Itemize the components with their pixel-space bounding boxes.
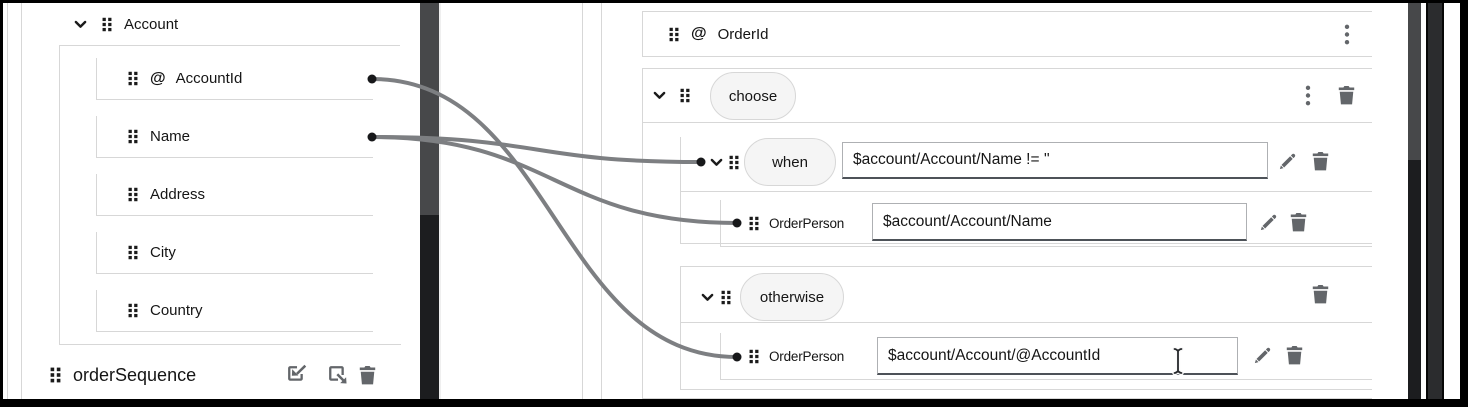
drag-handle-icon[interactable] bbox=[128, 129, 138, 144]
window-border bbox=[0, 0, 1468, 3]
target-field-label: OrderId bbox=[717, 25, 769, 43]
connection-port[interactable] bbox=[732, 218, 742, 228]
delete-otherwise-button[interactable] bbox=[1307, 281, 1333, 307]
window-border bbox=[0, 399, 1468, 407]
drag-handle-icon[interactable] bbox=[669, 27, 679, 42]
delete-when-button[interactable] bbox=[1307, 148, 1333, 174]
drag-handle-icon[interactable] bbox=[128, 187, 138, 202]
target-field-orderperson-when[interactable]: OrderPerson bbox=[720, 200, 1372, 247]
drag-handle-icon[interactable] bbox=[749, 216, 759, 231]
when-section-border bbox=[680, 191, 1372, 192]
source-field-label: City bbox=[150, 244, 176, 261]
drag-handle-icon[interactable] bbox=[102, 17, 112, 32]
right-scrollbar[interactable] bbox=[1408, 3, 1421, 399]
source-field-name[interactable]: Name bbox=[96, 116, 373, 158]
attribute-symbol: @ bbox=[691, 25, 707, 42]
source-field-address[interactable]: Address bbox=[96, 174, 373, 216]
choose-pill[interactable]: choose bbox=[710, 72, 796, 120]
target-field-orderid[interactable]: @ OrderId bbox=[642, 11, 1372, 57]
panel-guide-line bbox=[7, 3, 8, 399]
otherwise-section-border bbox=[680, 266, 681, 389]
source-node-account[interactable]: Account bbox=[59, 3, 400, 46]
target-field-label: OrderPerson bbox=[769, 348, 845, 364]
text-cursor-icon bbox=[1172, 346, 1184, 380]
edit-expression-button[interactable] bbox=[1274, 148, 1300, 174]
otherwise-pill[interactable]: otherwise bbox=[740, 273, 844, 321]
choose-section-border bbox=[642, 398, 1372, 399]
panel-splitter-scrollbar[interactable] bbox=[420, 3, 441, 399]
source-field-city[interactable]: City bbox=[96, 232, 373, 274]
drag-handle-icon[interactable] bbox=[128, 245, 138, 260]
drag-handle-icon[interactable] bbox=[128, 71, 138, 86]
when-pill[interactable]: when bbox=[744, 138, 836, 186]
edit-expression-button[interactable] bbox=[1249, 342, 1275, 368]
detach-schema-button[interactable] bbox=[324, 361, 350, 387]
drag-handle-icon[interactable] bbox=[680, 88, 690, 103]
otherwise-section-border bbox=[680, 389, 1372, 390]
connection-port[interactable] bbox=[367, 132, 377, 142]
drag-handle-icon[interactable] bbox=[729, 155, 739, 170]
source-node-label: Account bbox=[124, 15, 179, 33]
delete-field-button[interactable] bbox=[1285, 209, 1311, 235]
window-border bbox=[0, 0, 3, 407]
kebab-menu-icon[interactable] bbox=[1334, 21, 1360, 47]
panel-guide-line bbox=[21, 3, 22, 399]
source-tree-border bbox=[59, 344, 401, 345]
source-document-label: orderSequence bbox=[73, 364, 197, 385]
source-field-label: Address bbox=[150, 186, 206, 203]
source-field-accountid[interactable]: @ AccountId bbox=[96, 58, 373, 100]
chevron-down-icon[interactable] bbox=[701, 293, 714, 302]
panel-guide-line bbox=[601, 3, 602, 399]
target-field-label: OrderPerson bbox=[769, 215, 845, 231]
otherwise-section-border bbox=[680, 266, 1372, 267]
attribute-symbol: @ bbox=[150, 69, 166, 87]
scrollbar-thumb[interactable] bbox=[1408, 3, 1421, 160]
drag-handle-icon[interactable] bbox=[128, 303, 138, 318]
drag-handle-icon[interactable] bbox=[50, 367, 61, 383]
delete-document-button[interactable] bbox=[354, 362, 380, 388]
window-border bbox=[1460, 0, 1468, 407]
source-document-row: orderSequence bbox=[40, 355, 400, 395]
orderperson-when-value-input[interactable]: $account/Account/Name bbox=[872, 203, 1247, 241]
chevron-down-icon[interactable] bbox=[710, 158, 723, 167]
connection-port[interactable] bbox=[696, 157, 706, 167]
otherwise-section-border bbox=[680, 322, 1372, 323]
connection-port[interactable] bbox=[732, 352, 742, 362]
when-section-border bbox=[680, 137, 681, 243]
panel-divider[interactable] bbox=[1426, 3, 1444, 399]
source-field-label: Country bbox=[150, 302, 203, 319]
panel-guide-line bbox=[582, 3, 583, 399]
when-condition-input[interactable]: $account/Account/Name != '' bbox=[842, 142, 1268, 179]
delete-field-button[interactable] bbox=[1281, 342, 1307, 368]
when-section-border bbox=[680, 243, 1372, 244]
chevron-down-icon[interactable] bbox=[74, 20, 87, 29]
scrollbar-thumb[interactable] bbox=[420, 3, 439, 215]
attach-schema-button[interactable] bbox=[283, 361, 309, 387]
drag-handle-icon[interactable] bbox=[749, 349, 759, 364]
source-tree-border bbox=[59, 3, 60, 344]
source-field-country[interactable]: Country bbox=[96, 290, 373, 332]
connection-port[interactable] bbox=[367, 74, 377, 84]
source-field-label: AccountId bbox=[175, 70, 243, 87]
kebab-menu-icon[interactable] bbox=[1295, 82, 1321, 108]
chevron-down-icon[interactable] bbox=[653, 91, 666, 100]
drag-handle-icon[interactable] bbox=[721, 290, 731, 305]
delete-choose-button[interactable] bbox=[1333, 82, 1359, 108]
edit-expression-button[interactable] bbox=[1255, 209, 1281, 235]
source-field-label: Name bbox=[150, 128, 191, 145]
